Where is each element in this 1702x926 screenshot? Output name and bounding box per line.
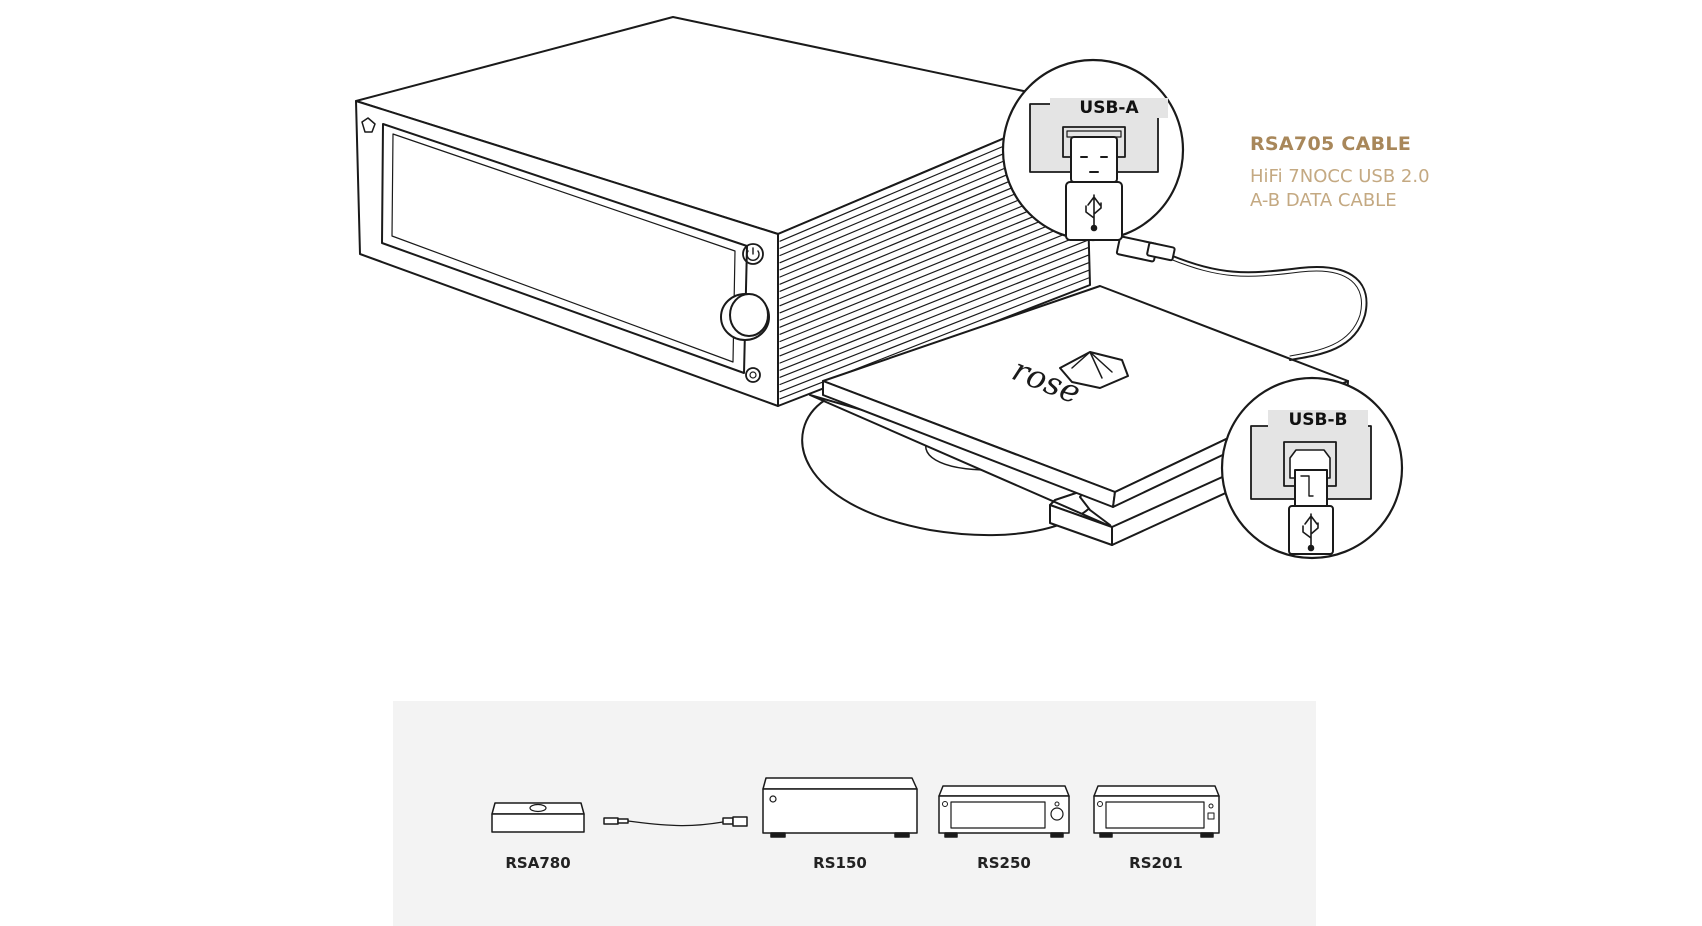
model-label-rsa780: RSA780 [505,854,571,872]
usb-b-zoom-callout [1220,376,1404,560]
model-label-rs201: RS201 [1129,854,1183,872]
volume-knob [720,293,770,341]
cable-description-line: HiFi 7NOCC USB 2.0 [1250,166,1430,187]
cable-icon [603,816,748,827]
model-label-rs250: RS250 [977,854,1031,872]
headphone-jack-icon [745,367,761,383]
streamer-logo-icon [361,117,376,133]
rs201-device-icon [1093,785,1220,838]
rsa780-device-icon [491,802,585,833]
streamer-device [355,16,1091,407]
cable-description-line: A-B DATA CABLE [1250,190,1397,211]
usb-trident-icon [1085,194,1102,232]
compatible-devices-illustration [491,777,1220,838]
streamer-display-screen [391,133,736,363]
rose-logo-icon [1059,351,1129,389]
product-illustration: rose [355,16,1404,560]
rs150-device-icon [762,777,918,838]
power-button-icon [742,243,764,265]
cable-title: RSA705 CABLE [1250,133,1412,155]
model-label-rs150: RS150 [813,854,867,872]
rs250-device-icon [938,785,1070,838]
usb-a-label: USB-A [1050,98,1168,118]
streamer-display-bezel [381,123,748,374]
compatibility-panel: RSA780 RS150 RS250 RS201 [393,701,1316,926]
usb-trident-icon [1302,513,1319,552]
streamer-side-fins [779,110,1091,400]
usb-a-zoom-callout [1001,58,1185,242]
usb-b-label: USB-B [1268,410,1368,430]
cable-description: HiFi 7NOCC USB 2.0 A-B DATA CABLE [1250,165,1430,213]
usb-cable [1115,235,1368,361]
